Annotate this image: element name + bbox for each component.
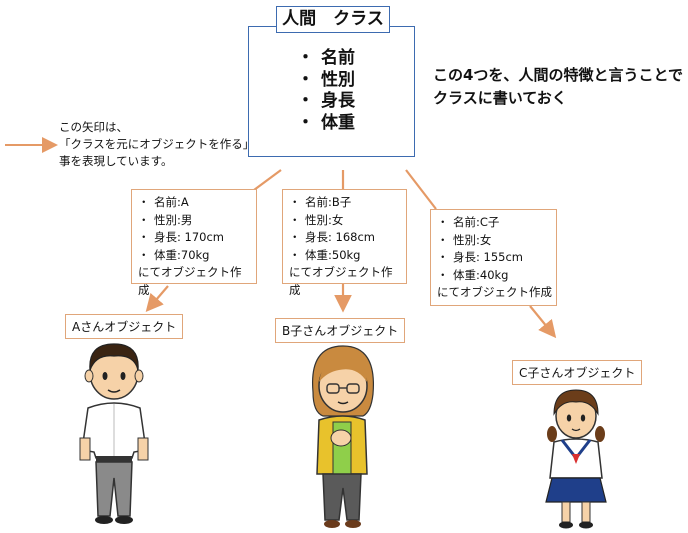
object-c-box: ・名前:C子 ・性別:女 ・身長: 155cm ・体重:40kg にてオブジェク… [430, 209, 557, 306]
attribute-list: ・名前 ・性別 ・身長 ・体重 [297, 48, 355, 134]
arrow-to-a-upper [253, 169, 282, 191]
object-b-box: ・名前:B子 ・性別:女 ・身長: 168cm ・体重:50kg にてオブジェク… [282, 189, 407, 297]
object-c-label: C子さんオブジェクト [512, 360, 643, 385]
attribute-item: ・体重 [297, 112, 355, 133]
attribute-item: ・名前 [297, 48, 355, 68]
attribute-item: ・身長 [297, 91, 355, 111]
class-title: 人間 クラス [276, 6, 390, 33]
object-b-label: B子さんオブジェクト [275, 318, 406, 343]
brace-note: この4つを、人間の特徴と言うことで クラスに書いておく [433, 66, 683, 107]
arrow-to-c-lower [529, 305, 557, 339]
schoolgirl-character-icon [545, 389, 607, 529]
arrow-legend: この矢印は、 「クラスを元にオブジェクトを作る」 事を表現しています。 [59, 120, 255, 168]
object-a-label: Aさんオブジェクト [65, 314, 184, 339]
boy-character-icon [79, 343, 149, 524]
woman-character-icon [311, 345, 375, 528]
attribute-item: ・性別 [297, 69, 355, 90]
arrow-to-a-lower [145, 285, 169, 313]
arrow-to-c-upper [405, 169, 437, 210]
object-a-box: ・名前:A ・性別:男 ・身長: 170cm ・体重:70kg にてオブジェクト… [131, 189, 257, 297]
